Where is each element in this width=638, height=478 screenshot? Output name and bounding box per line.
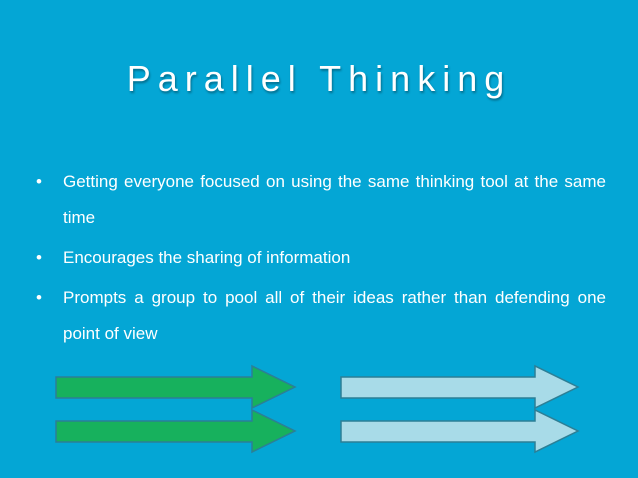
bullet-text: Getting everyone focused on using the sa… (63, 172, 606, 227)
bullet-list: • Getting everyone focused on using the … (36, 164, 606, 356)
green-arrow-top (55, 364, 297, 410)
bullet-text: Encourages the sharing of information (63, 248, 351, 267)
bullet-dot: • (36, 172, 42, 191)
bullet-text: Prompts a group to pool all of their ide… (63, 288, 606, 343)
bullet-item: • Encourages the sharing of information (36, 240, 606, 276)
green-arrow-bottom (55, 408, 297, 454)
bullet-item: • Getting everyone focused on using the … (36, 164, 606, 236)
bullet-item: • Prompts a group to pool all of their i… (36, 280, 606, 352)
bullet-dot: • (36, 248, 42, 267)
light-blue-arrow-top (340, 364, 580, 410)
light-blue-arrow-bottom (340, 408, 580, 454)
bullet-dot: • (36, 288, 42, 307)
slide-title: Parallel Thinking (126, 58, 512, 99)
